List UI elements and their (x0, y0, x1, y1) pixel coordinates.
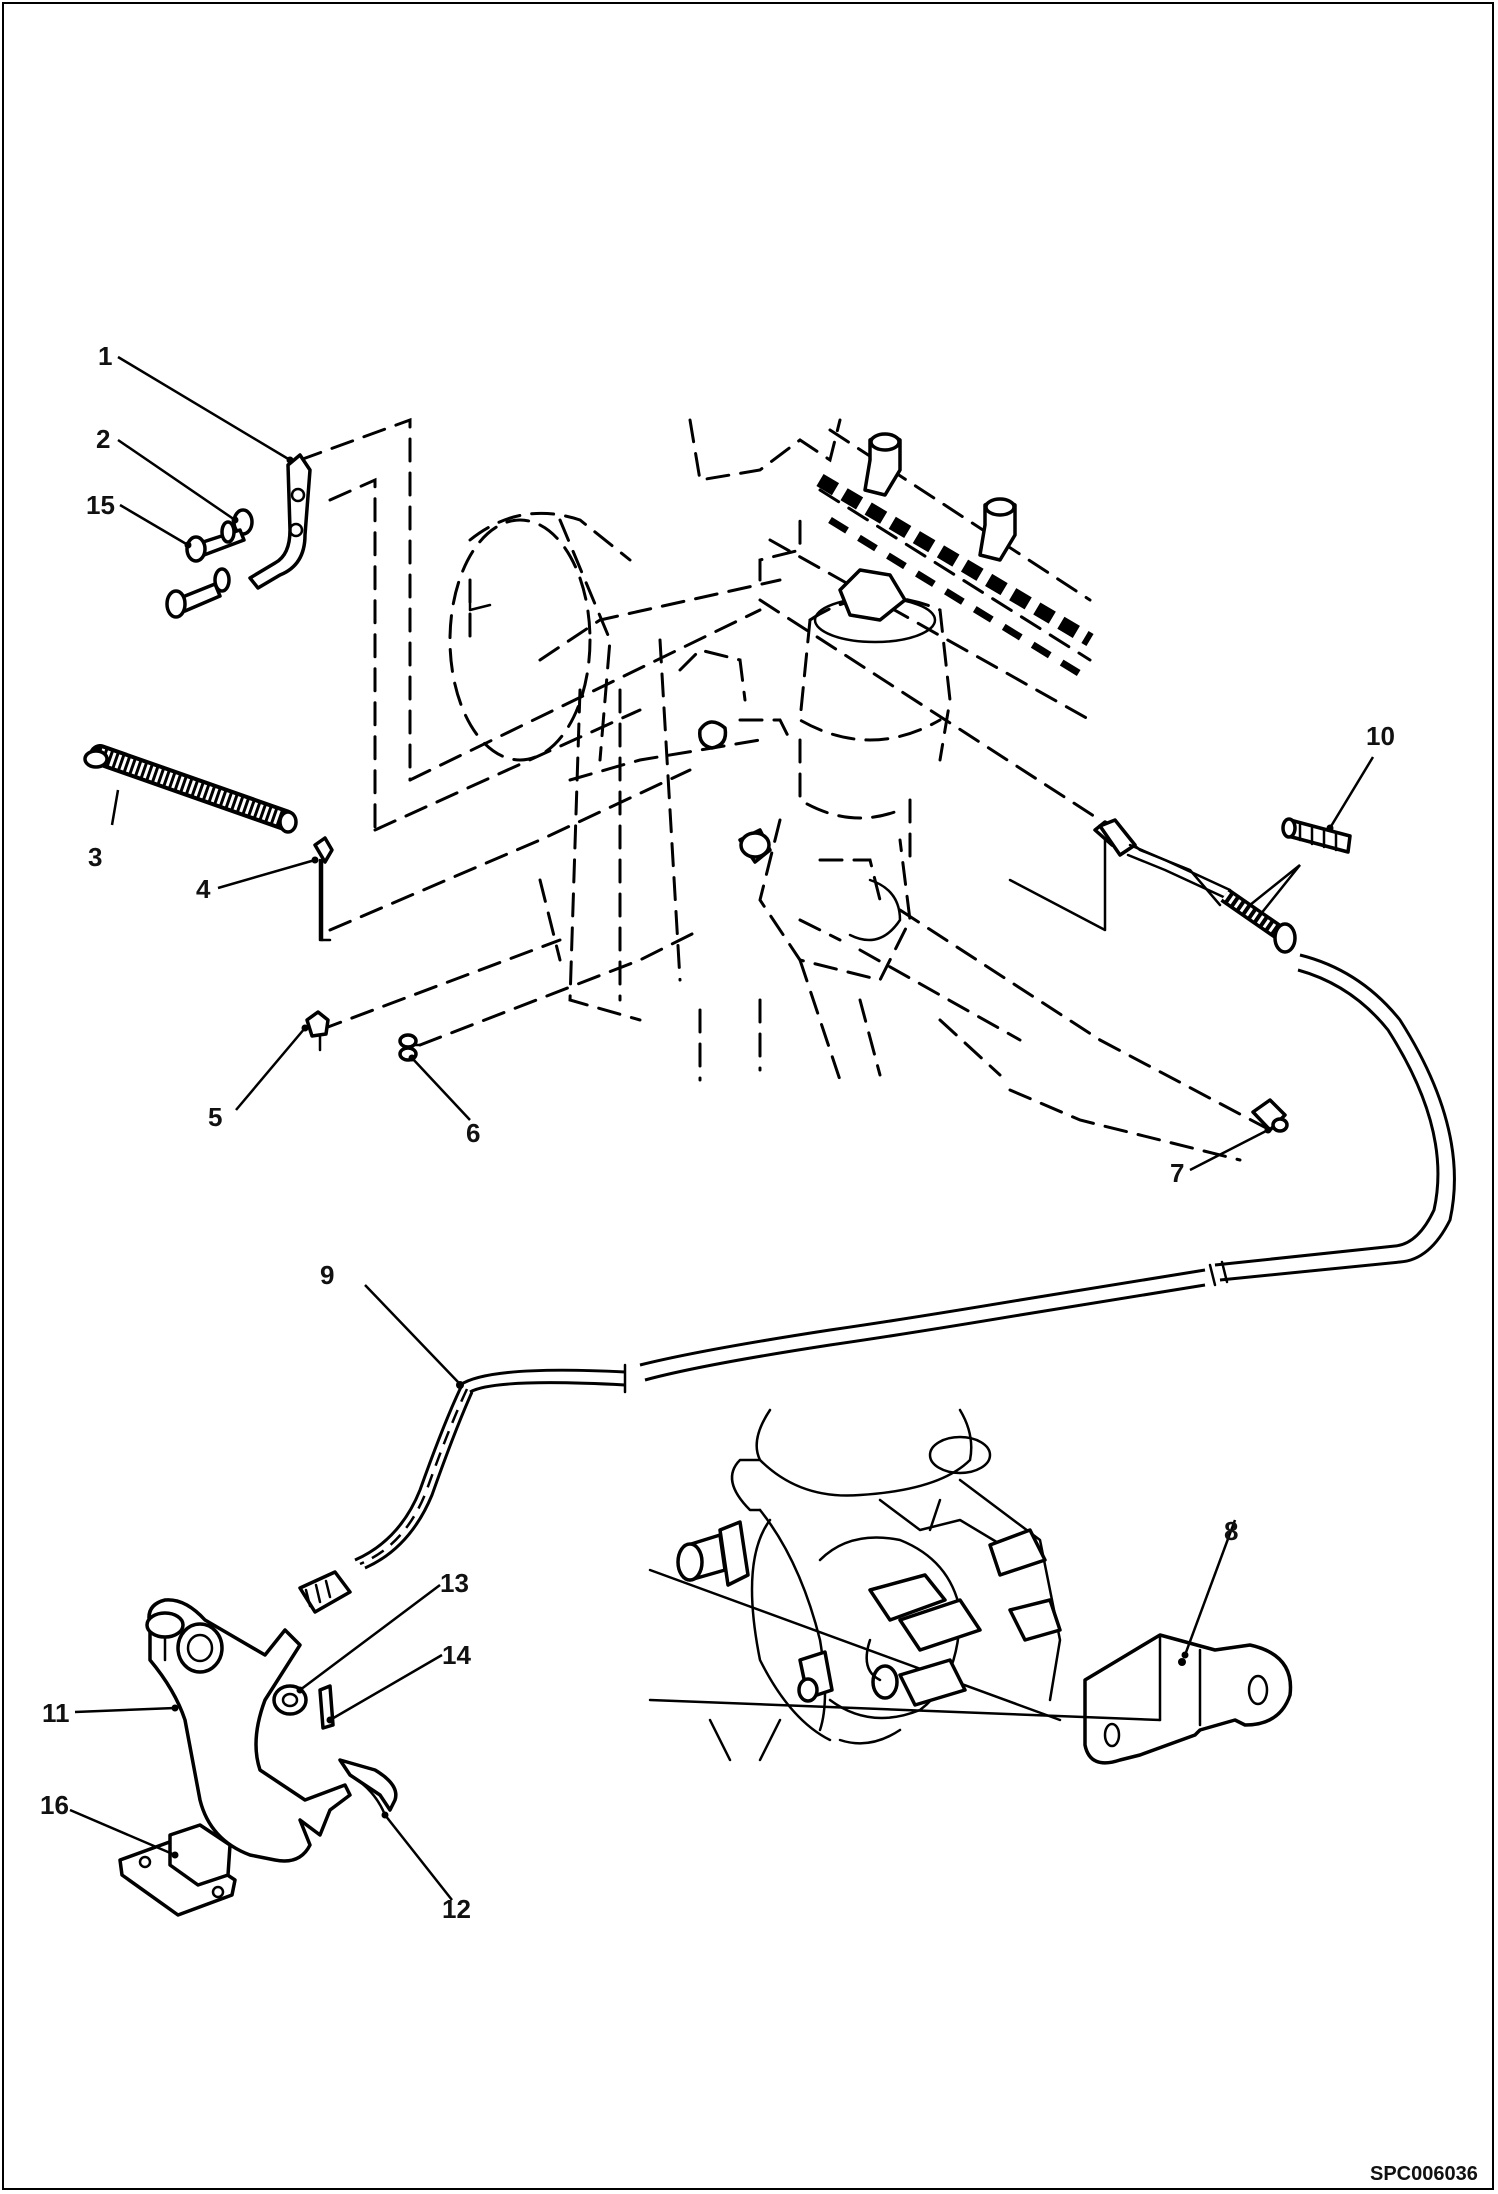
callout-16: 16 (40, 1790, 69, 1820)
part-4-pin (313, 836, 334, 942)
part-16-pedal-stop (118, 1823, 237, 1917)
callout-14: 14 (442, 1640, 471, 1670)
part-6-ball-joint (398, 1033, 418, 1062)
part-15-bolt (185, 520, 246, 563)
part-5-nut (305, 1010, 330, 1038)
part-12-spring-clip (338, 1758, 398, 1817)
callout-5: 5 (208, 1102, 222, 1132)
fuel-injection-pump-detail (648, 1408, 1162, 1762)
part-8-cable-bracket (1083, 1633, 1293, 1765)
callout-4: 4 (196, 874, 211, 904)
part-11-throttle-lever (145, 1598, 352, 1863)
callout-9: 9 (320, 1260, 334, 1290)
part-13-washer (272, 1684, 308, 1716)
drawing-code: SPC006036 (1370, 2163, 1478, 2185)
engine-phantom-outline (448, 418, 1242, 1162)
assembly-lines (298, 417, 1272, 1132)
callout-11: 11 (42, 1698, 70, 1728)
part-7-bolt (1251, 1098, 1289, 1133)
callout-12: 12 (442, 1894, 471, 1924)
callout-8: 8 (1224, 1516, 1238, 1546)
alternator-outline (448, 511, 632, 762)
callout-6: 6 (466, 1118, 480, 1148)
part-10-cable-adjuster (1281, 817, 1352, 854)
injector-fitting-icon (978, 497, 1017, 562)
injector-fitting-icon (863, 432, 902, 497)
callout-1: 1 (98, 341, 112, 371)
assembly-arrow-icon (1248, 864, 1301, 917)
leader-lines (69, 355, 1375, 1901)
part-1-throttle-stop-bracket (248, 453, 312, 590)
callout-13: 13 (440, 1568, 469, 1598)
part-15-bolt (165, 567, 231, 619)
callout-2: 2 (96, 424, 110, 454)
part-9-throttle-cable (298, 818, 1456, 1614)
callout-3: 3 (88, 842, 102, 872)
callout-10: 10 (1366, 721, 1395, 751)
fuel-pump-outline (738, 818, 912, 982)
fuel-filter-outline (798, 568, 952, 862)
part-3-return-spring (83, 744, 298, 834)
callout-15: 15 (86, 490, 115, 520)
callout-7: 7 (1170, 1158, 1184, 1188)
callout-labels: 1 2 3 4 5 6 7 8 9 10 11 12 13 14 15 16 (40, 341, 1395, 1924)
